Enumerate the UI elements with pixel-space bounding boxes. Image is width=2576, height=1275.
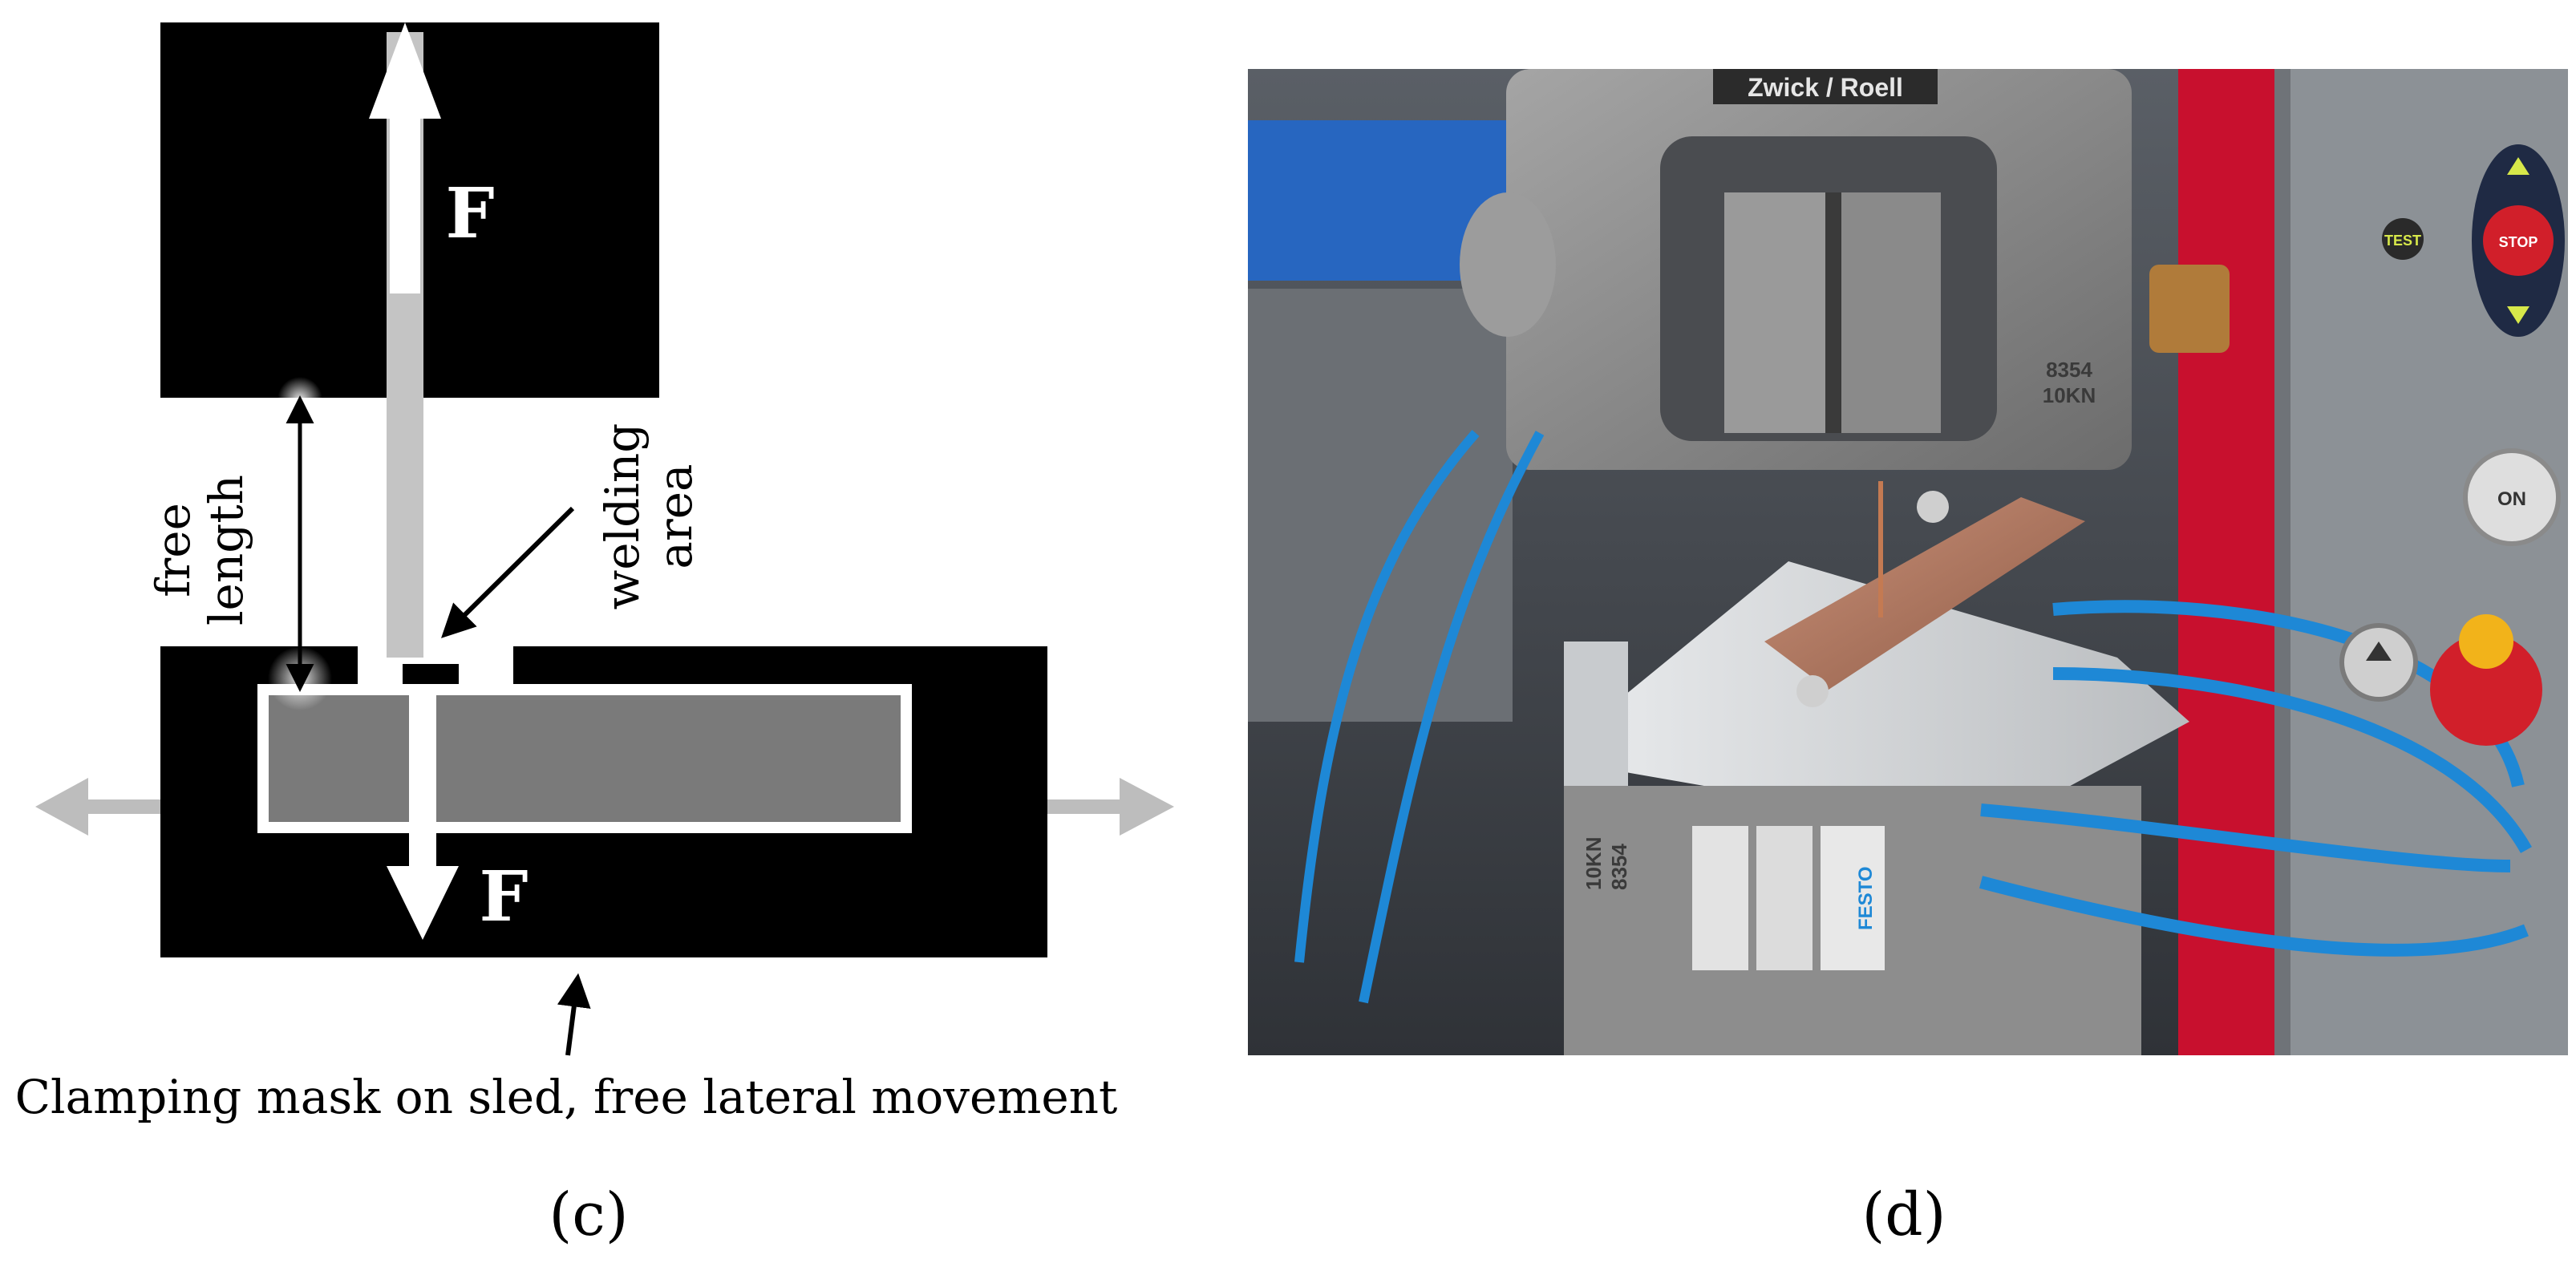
- lower-block-marking-line1: 10KN: [1582, 837, 1606, 890]
- force-arrow-top-shaft: [390, 88, 420, 293]
- blue-tube-2: [2052, 667, 2532, 853]
- side-knob: [2149, 265, 2230, 353]
- panel-c-caption: Clamping mask on sled, free lateral move…: [15, 1070, 1118, 1124]
- brand-plate: [1713, 69, 1938, 104]
- force-label-bottom: F: [479, 856, 528, 937]
- bolt-2: [1796, 675, 1829, 707]
- emergency-stop-button[interactable]: [2430, 633, 2542, 746]
- free-length-label-line2: length: [199, 475, 253, 625]
- on-button[interactable]: [2463, 448, 2561, 546]
- festo-cylinder-3: [1821, 826, 1885, 970]
- force-arrow-top-head: [369, 22, 441, 119]
- blue-tube-5: [1294, 430, 1480, 963]
- panel-d-photo: Zwick / Roell 8354 10KN FESTO: [1248, 69, 2568, 1249]
- stop-button-label: STOP: [2499, 234, 2538, 250]
- brand-plate-text: Zwick / Roell: [1748, 73, 1903, 102]
- upper-grip-right: [1837, 192, 1941, 433]
- free-length-label-line1: free: [146, 503, 200, 597]
- festo-cylinder-2: [1756, 826, 1813, 970]
- load-cell-marking-line1: 8354: [2046, 358, 2092, 382]
- panel-c-sublabel: (c): [549, 1180, 628, 1249]
- gray-equipment-left: [1248, 289, 1513, 722]
- festo-cylinder-1: [1692, 826, 1748, 970]
- upper-left-roller: [1460, 192, 1556, 337]
- festo-label: FESTO: [1855, 866, 1877, 930]
- stop-button[interactable]: [2483, 205, 2554, 276]
- caption-pointer-arrow: [557, 973, 591, 1056]
- pocket-divider: [409, 690, 436, 850]
- specimen-wire: [1878, 481, 1883, 617]
- panel-d-sublabel: (d): [1861, 1180, 1946, 1249]
- blue-tube-6: [1359, 431, 1545, 1004]
- emergency-stop-collar: [2459, 614, 2513, 669]
- lateral-arrow-left-head: [35, 778, 88, 836]
- sled-plate: [1612, 561, 2189, 834]
- arrow-button-icon: [2366, 642, 2392, 661]
- blue-tube-4: [1979, 876, 2529, 957]
- upper-grip-left: [1724, 192, 1829, 433]
- arrow-button[interactable]: [2339, 623, 2418, 702]
- on-button-label: ON: [2497, 488, 2526, 510]
- test-button[interactable]: [2382, 218, 2424, 260]
- upper-grip-slot: [1825, 192, 1841, 433]
- machine-red-column: [2178, 69, 2274, 1055]
- control-panel-edge: [2274, 69, 2290, 1055]
- lower-block-marking-line2: 8354: [1607, 844, 1631, 890]
- force-label-top: F: [445, 173, 494, 254]
- panel-c-schematic: F F free length welding area Clamping ma…: [15, 22, 1174, 1249]
- jog-up-icon[interactable]: [2507, 157, 2529, 175]
- welding-area-label-line1: welding: [595, 423, 650, 610]
- jog-down-icon[interactable]: [2507, 306, 2529, 324]
- blue-tube-3: [1980, 803, 2511, 872]
- load-cell-marking-line2: 10KN: [2043, 383, 2096, 407]
- lateral-arrow-right-head: [1120, 778, 1174, 836]
- copper-specimen: [1764, 497, 2085, 690]
- specimen-pocket: [257, 684, 912, 833]
- test-button-label: TEST: [2384, 233, 2421, 249]
- force-arrow-bottom-head: [387, 866, 459, 940]
- welding-area-label-line2: area: [648, 463, 703, 569]
- welding-area-arrow: [441, 506, 575, 638]
- bolt-1: [1917, 491, 1949, 523]
